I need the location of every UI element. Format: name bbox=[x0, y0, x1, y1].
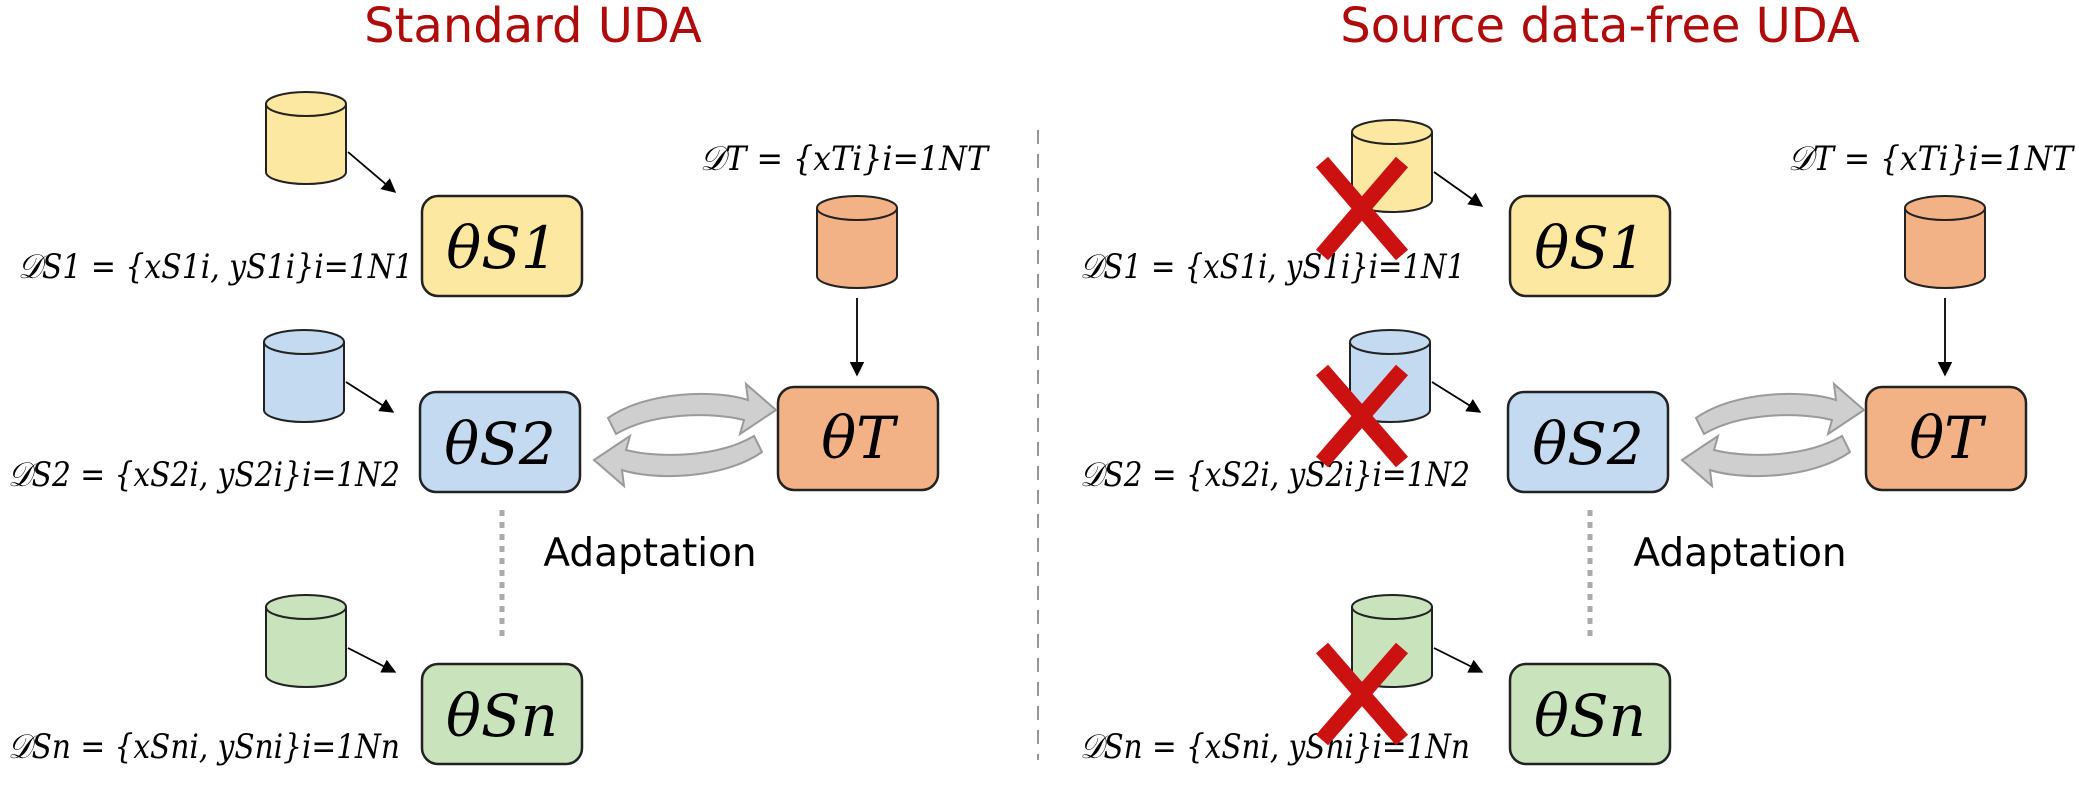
source-model-2-label: θS2 bbox=[444, 410, 556, 478]
source-model-1-label: θS1 bbox=[446, 214, 558, 282]
source-model-2-label: θS2 bbox=[1532, 410, 1644, 478]
cross-mark-icon bbox=[1315, 364, 1409, 468]
source-set-2: 𝒟S2 = {xS2i, yS2i}i=1N2 bbox=[1080, 455, 1470, 495]
cross-mark-icon bbox=[1315, 642, 1409, 746]
source-model-n bbox=[1508, 662, 1672, 766]
target-set: 𝒟T = {xTi}i=1NT bbox=[1788, 139, 2075, 179]
cycle-arrow-icon bbox=[593, 435, 763, 487]
cycle-arrow-icon bbox=[1681, 435, 1851, 487]
database-icon bbox=[265, 594, 347, 688]
source-model-1 bbox=[1508, 194, 1672, 298]
source-model-1-label: θS1 bbox=[1534, 214, 1646, 282]
target-model-label: θT bbox=[821, 404, 899, 472]
right-panel: θS1 𝒟S1 = {xS1i, yS1i}i=1N1 θS2 𝒟S2 = {x… bbox=[1080, 119, 2075, 767]
adaptation-label: Adaptation bbox=[543, 531, 756, 576]
database-icon bbox=[265, 91, 347, 185]
right-panel-title: Source data-free UDA bbox=[1340, 0, 1860, 54]
target-set: 𝒟T = {xTi}i=1NT bbox=[700, 139, 990, 179]
target-model bbox=[1864, 385, 2028, 492]
source-model-n bbox=[420, 662, 584, 766]
source-set-1: 𝒟S1 = {xS1i, yS1i}i=1N1 bbox=[1080, 247, 1465, 287]
source-model-1 bbox=[420, 194, 584, 298]
source-model-2 bbox=[1506, 390, 1670, 494]
adaptation-label: Adaptation bbox=[1633, 531, 1846, 576]
source-set-1: 𝒟S1 = {xS1i, yS1i}i=1N1 bbox=[18, 247, 413, 287]
cross-mark-icon bbox=[1315, 156, 1409, 261]
database-icon bbox=[816, 195, 898, 289]
database-icon bbox=[263, 329, 345, 423]
source-model-n-label: θSn bbox=[1534, 682, 1646, 750]
target-model bbox=[776, 385, 940, 492]
left-panel: θS1 𝒟S1 = {xS1i, yS1i}i=1N1 θS2 𝒟S2 = {x… bbox=[8, 91, 990, 767]
source-set-n: 𝒟Sn = {xSni, ySni}i=1Nn bbox=[1080, 727, 1470, 767]
source-set-2: 𝒟S2 = {xS2i, yS2i}i=1N2 bbox=[8, 455, 400, 495]
database-icon bbox=[1351, 594, 1433, 688]
cycle-arrow-icon bbox=[607, 383, 777, 435]
left-panel-title: Standard UDA bbox=[364, 0, 702, 54]
cycle-arrow-icon bbox=[1695, 383, 1865, 435]
target-model-label: θT bbox=[1909, 404, 1987, 472]
database-icon bbox=[1904, 195, 1986, 289]
source-model-n-label: θSn bbox=[446, 682, 558, 750]
source-set-n: 𝒟Sn = {xSni, ySni}i=1Nn bbox=[8, 727, 400, 767]
source-model-2 bbox=[418, 390, 582, 494]
